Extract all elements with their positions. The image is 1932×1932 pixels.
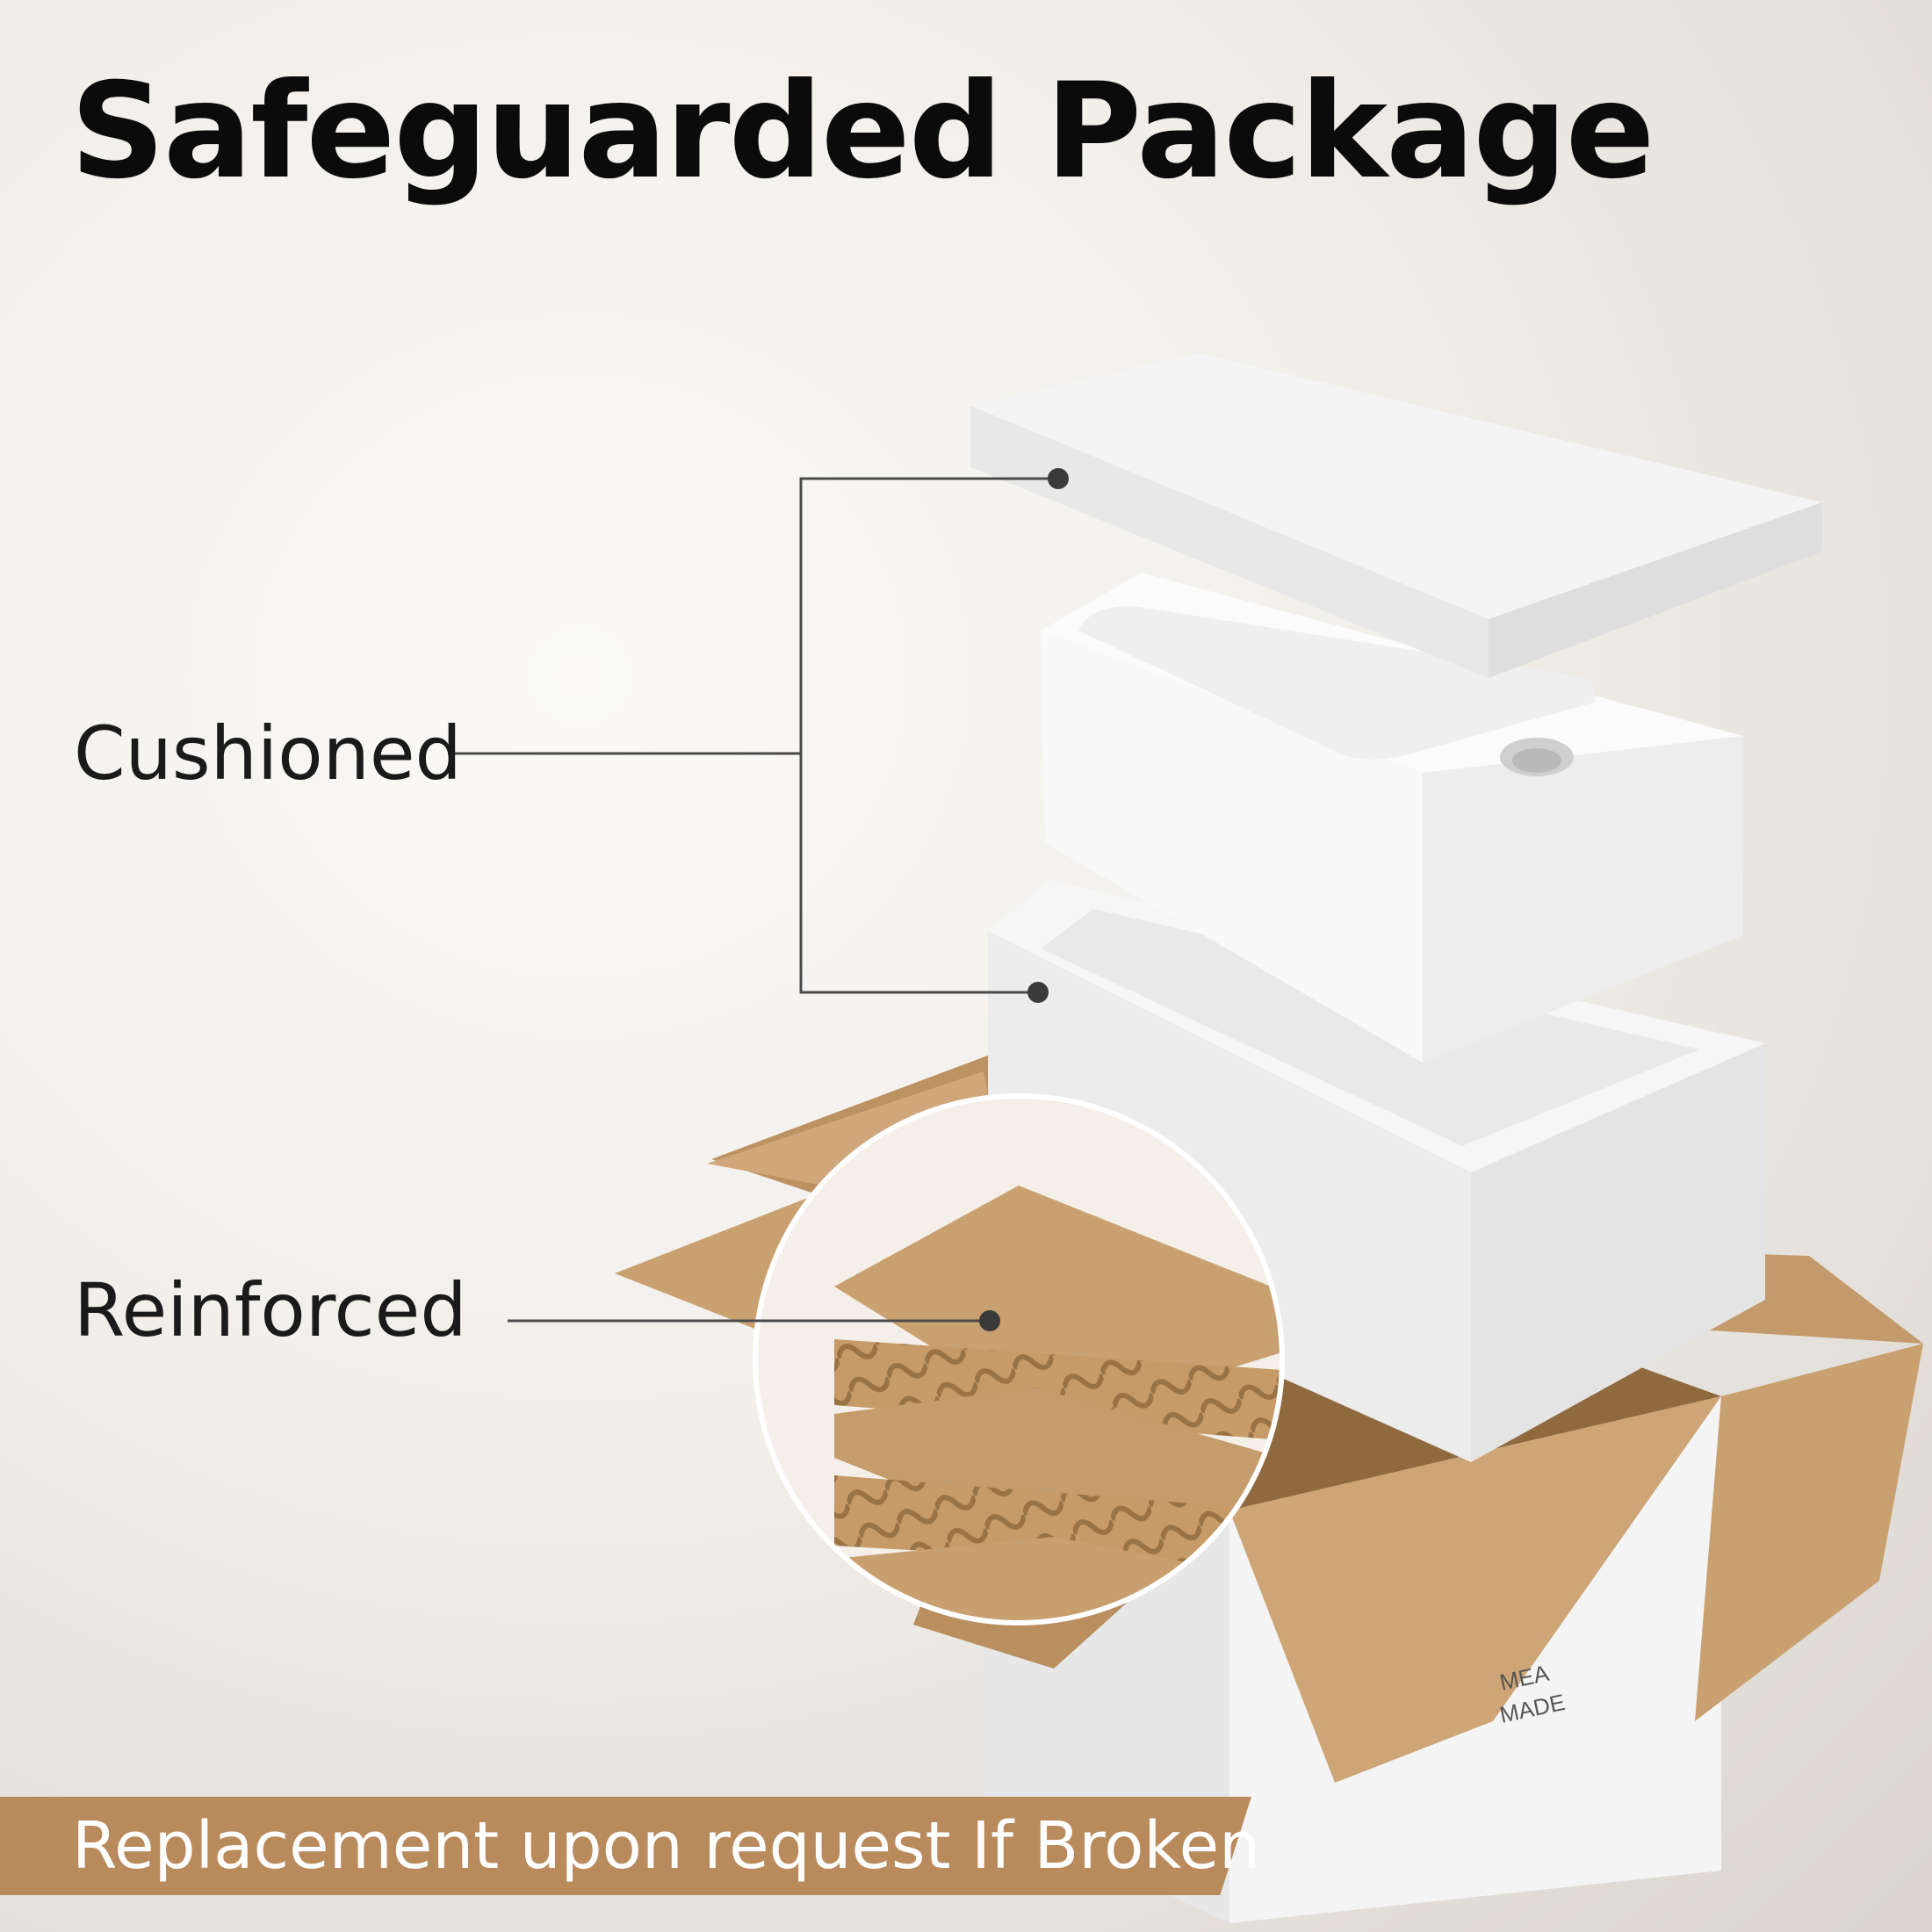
page-title: Safeguarded Package (70, 55, 1654, 208)
footer-banner (0, 1797, 1251, 1895)
foam-top-lid (970, 353, 1822, 678)
cushioned-leader (448, 477, 1058, 994)
corrugated-zoom (753, 1093, 1285, 1626)
reinforced-dot (979, 1310, 1000, 1331)
cushioned-label: Cushioned (74, 710, 462, 797)
reinforced-label: Reinforced (74, 1267, 467, 1353)
cushioned-dot-top (1048, 468, 1069, 489)
cushioned-dot-bottom (1027, 982, 1049, 1003)
white-sink (1041, 573, 1743, 1063)
footer-text: Replacement upon request If Broken (72, 1808, 1261, 1884)
